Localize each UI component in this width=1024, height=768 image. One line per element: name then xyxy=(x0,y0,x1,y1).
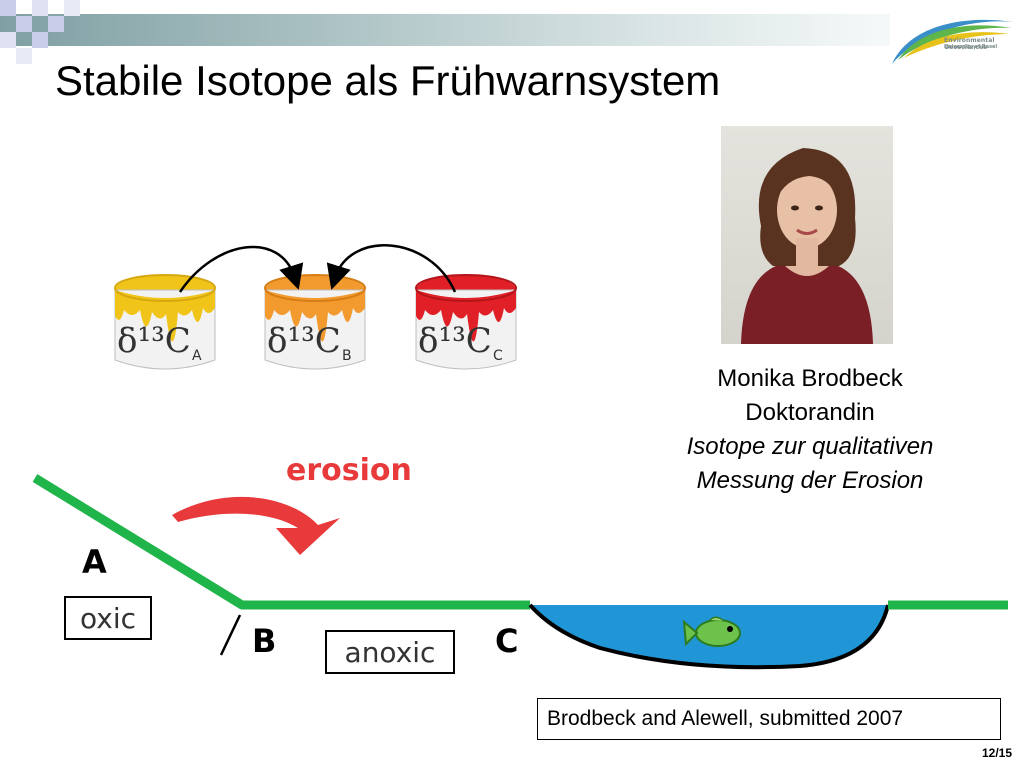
mixing-arrow-c-to-b xyxy=(326,244,457,293)
bucket-a-label: δ¹³C xyxy=(117,321,191,361)
fish-icon xyxy=(682,616,741,647)
person-caption: Monika Brodbeck Doktorandin Isotope zur … xyxy=(640,362,980,498)
person-name: Monika Brodbeck xyxy=(717,365,903,392)
lake-bed xyxy=(528,603,890,670)
anoxic-box xyxy=(325,630,455,674)
point-c-label: C xyxy=(495,622,518,660)
erosion-arrow xyxy=(172,496,340,555)
bucket-b-subscript: B xyxy=(342,348,352,364)
mixing-arrow-a-to-b xyxy=(178,245,304,293)
erosion-diagram: δ¹³C A δ¹³C B δ¹³C C erosion A B C oxic … xyxy=(32,244,1008,674)
slide-title: Stabile Isotope als Frühwarnsystem xyxy=(55,57,721,104)
portrait-photo xyxy=(721,126,893,344)
bucket-b-label: δ¹³C xyxy=(267,321,341,361)
anoxic-label: anoxic xyxy=(345,636,436,669)
university-logo xyxy=(892,19,1014,64)
person-topic-line2: Messung der Erosion xyxy=(696,467,924,494)
oxic-label: oxic xyxy=(80,602,136,635)
reference-box: Brodbeck and Alewell, submitted 2007 xyxy=(537,698,1001,740)
person-topic-line1: Isotope zur qualitativen xyxy=(686,433,934,460)
logo-text-line2: University of Basel xyxy=(944,44,998,50)
header-band xyxy=(0,14,890,46)
point-b-label: B xyxy=(252,622,276,660)
bucket-c-label: δ¹³C xyxy=(418,321,492,361)
hillslope-profile xyxy=(32,474,530,610)
logo-text-line1: Environmental Geosciences xyxy=(944,37,995,51)
page-number: 12/15 xyxy=(981,746,1012,760)
point-a-label: A xyxy=(82,543,107,581)
paint-bucket-a xyxy=(114,274,216,370)
oxic-box xyxy=(64,596,152,640)
person-role: Doktorandin xyxy=(745,399,875,426)
bucket-c-subscript: C xyxy=(493,348,503,364)
bucket-a-subscript: A xyxy=(192,348,202,364)
erosion-label: erosion xyxy=(286,453,412,488)
paint-bucket-c xyxy=(415,274,517,370)
boundary-slash xyxy=(219,614,242,656)
